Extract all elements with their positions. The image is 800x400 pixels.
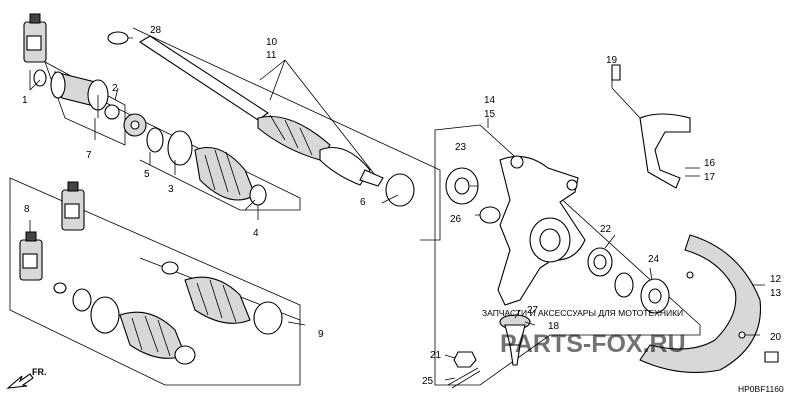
band-clamp-6 <box>385 173 415 207</box>
callout-25: 25 <box>422 376 434 387</box>
bearing-22 <box>587 247 613 277</box>
brake-hose-guide <box>611 64 691 189</box>
bearing-lower <box>72 288 92 312</box>
callout-15: 15 <box>484 109 496 120</box>
grease-tube-lower <box>19 231 43 281</box>
grease-tube-middle <box>61 181 85 231</box>
callout-2: 2 <box>112 83 118 94</box>
drive-shaft <box>138 35 384 187</box>
castle-nut-21 <box>453 351 477 368</box>
callout-23: 23 <box>455 142 467 153</box>
callout-24: 24 <box>648 254 660 265</box>
callout-20: 20 <box>770 332 782 343</box>
spider-bearing <box>104 104 147 137</box>
circlip-26 <box>479 206 501 224</box>
circlip-knuckle <box>614 272 634 298</box>
drawing-code: HP0BF1160 <box>738 384 784 394</box>
callout-18: 18 <box>548 321 560 332</box>
callout-6: 6 <box>360 197 366 208</box>
callout-22: 22 <box>600 224 612 235</box>
bolt-20 <box>764 351 779 363</box>
brake-disc-guard <box>639 234 762 374</box>
circlip-5 <box>146 127 164 153</box>
callout-13: 13 <box>770 288 782 299</box>
callout-19: 19 <box>606 55 618 66</box>
callout-26: 26 <box>450 214 462 225</box>
frame-driveshaft-group <box>132 27 441 241</box>
steering-knuckle <box>497 155 586 306</box>
callout-12: 12 <box>770 274 782 285</box>
front-direction-arrow: FR. <box>6 367 47 389</box>
clamp-upper-lower-kit <box>161 261 179 275</box>
clamp-lower-1 <box>53 282 67 294</box>
callout-21: 21 <box>430 350 442 361</box>
watermark-tagline: ЗАПЧАСТИ И АКСЕССУАРЫ ДЛЯ МОТОТЕХНИКИ <box>482 308 683 318</box>
ball-joint-18 <box>499 314 531 366</box>
callout-14: 14 <box>484 95 496 106</box>
callout-4: 4 <box>253 228 259 239</box>
callout-1: 1 <box>22 95 28 106</box>
clamp-lower-3 <box>174 345 196 365</box>
callout-9: 9 <box>318 329 324 340</box>
callout-3: 3 <box>168 184 174 195</box>
leader-lines <box>29 37 765 381</box>
callout-8: 8 <box>24 204 30 215</box>
clamp-lower-2 <box>90 296 120 334</box>
callout-28: 28 <box>150 25 162 36</box>
callout-11: 11 <box>266 50 277 61</box>
grease-tube-upper <box>23 13 47 63</box>
watermark-brand: PARTS-FOX.RU <box>500 330 686 358</box>
clamp-28 <box>107 31 129 45</box>
callout-7: 7 <box>86 150 92 161</box>
callout-27: 27 <box>527 305 539 316</box>
band-clamp-4 <box>249 184 267 206</box>
callout-5: 5 <box>144 169 150 180</box>
callout-16: 16 <box>704 158 716 169</box>
cotter-pin-25 <box>447 367 481 389</box>
boot-upper-lower-kit <box>184 276 251 324</box>
callout-10: 10 <box>266 37 278 48</box>
outer-joint-housing <box>33 69 109 111</box>
clamp-lower-right <box>253 301 283 335</box>
frame-boot-kit <box>9 177 301 386</box>
callout-17: 17 <box>704 172 716 183</box>
band-clamp-3 <box>167 130 193 166</box>
oil-seal-24 <box>640 278 670 314</box>
direction-label: FR. <box>32 367 47 377</box>
